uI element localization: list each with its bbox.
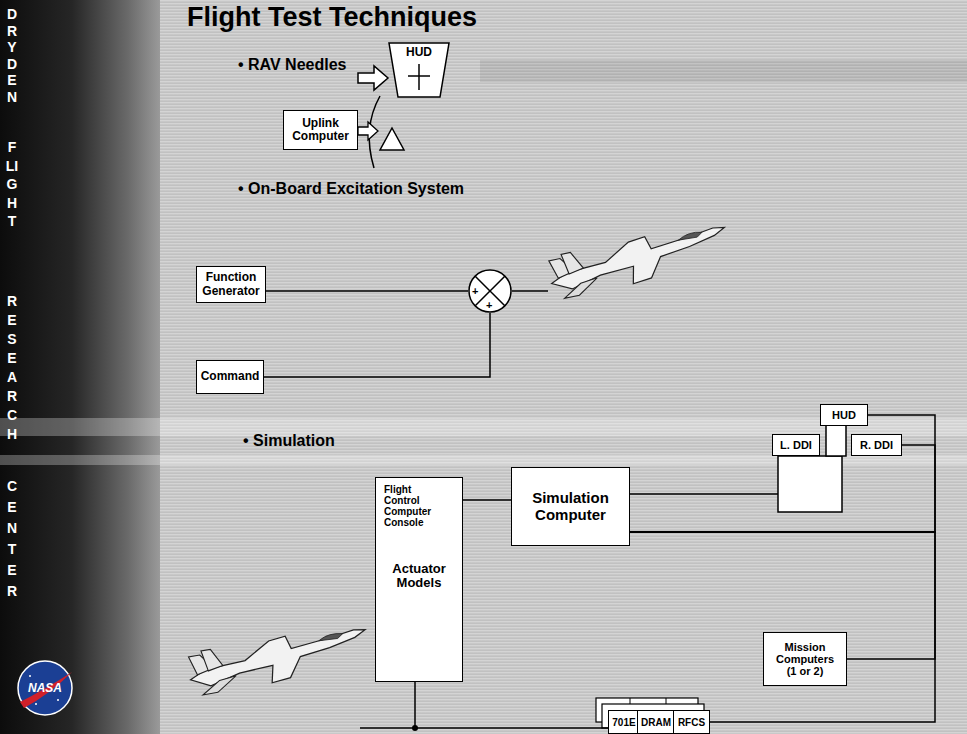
bullet-heading: • Simulation <box>243 432 335 450</box>
logo-text: NASA <box>19 681 71 695</box>
process-box: Mission Computers (1 or 2) <box>763 632 847 686</box>
node-text: + <box>472 286 478 296</box>
slide-title: Flight Test Techniques <box>187 2 477 33</box>
node-text: Actuator Models <box>383 562 455 591</box>
console-box: Flight Control Computer ConsoleActuator … <box>375 477 463 682</box>
bullet-heading: • On-Board Excitation System <box>238 180 464 198</box>
connector-line <box>630 532 935 722</box>
display-box: R. DDI <box>851 434 902 456</box>
connector-line <box>463 499 511 501</box>
node-text: Mission Computers (1 or 2) <box>772 641 838 677</box>
card-box: RFCS <box>673 710 710 734</box>
node-text: Simulation Computer <box>521 490 621 523</box>
process-box: Simulation Computer <box>511 467 630 546</box>
node-text: Command <box>201 370 260 383</box>
node-text: Flight Control Computer Console <box>384 484 442 528</box>
process-box: Uplink Computer <box>283 110 358 150</box>
node-text: RFCS <box>678 717 705 728</box>
process-box: Function Generator <box>196 266 266 303</box>
connector-line <box>266 290 468 292</box>
side-bar <box>0 0 160 734</box>
summing-junction: ++ <box>468 269 512 313</box>
connector-line <box>630 445 935 532</box>
hud-display: HUD <box>388 42 450 98</box>
node-text: HUD <box>406 46 432 59</box>
streak-band <box>480 60 967 82</box>
connector-line <box>415 682 608 728</box>
vertical-letters: FLIGHT <box>5 138 19 231</box>
node-text: + <box>486 300 492 310</box>
node-text: Uplink Computer <box>288 117 354 143</box>
node-text: L. DDI <box>780 439 812 451</box>
display-box: L. DDI <box>772 434 820 456</box>
node-text: 701E <box>612 717 635 728</box>
vertical-letters: DRYDEN <box>5 6 19 105</box>
vertical-letters: RESEARCH <box>5 292 19 444</box>
node-text: HUD <box>832 409 856 421</box>
card-box: 701E <box>608 710 640 734</box>
process-box: Command <box>196 360 264 394</box>
vertical-letters: CENTER <box>5 476 19 602</box>
bullet-heading: • RAV Needles <box>238 56 346 74</box>
node-text: R. DDI <box>860 439 893 451</box>
connector-line <box>630 415 935 532</box>
connector-line <box>264 313 490 377</box>
node-text: DRAM <box>641 717 671 728</box>
display-box: HUD <box>820 404 868 426</box>
node-text: Function Generator <box>200 271 262 297</box>
card-box: DRAM <box>637 710 675 734</box>
